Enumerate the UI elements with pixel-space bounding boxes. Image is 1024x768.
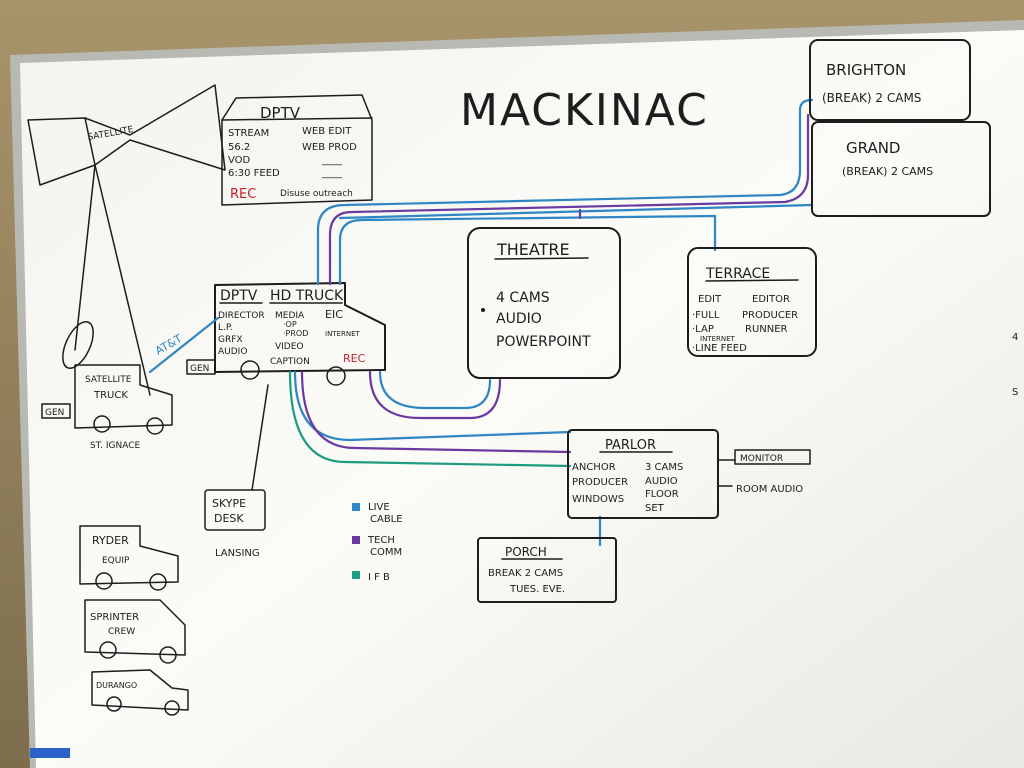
dptv-rec: REC	[230, 187, 256, 202]
legend-tech-2: COMM	[370, 547, 402, 558]
porch-box: PORCH BREAK 2 CAMS TUES. EVE.	[477, 537, 617, 603]
satellite-truck-line1: SATELLITE	[85, 375, 132, 385]
terrace-col2-2: PRODUCER	[742, 310, 798, 321]
legend-swatch-ifb	[352, 571, 360, 579]
satellite-truck-gen: GEN	[45, 408, 64, 418]
grand-sub: (BREAK) 2 CAMS	[842, 165, 933, 178]
hd-truck: DPTV HD TRUCK DIRECTOR L.P. GRFX AUDIO M…	[186, 282, 386, 386]
cables	[288, 98, 814, 547]
skype-desk: SKYPE DESK LANSING	[204, 384, 269, 559]
terrace-col1-3: ·LAP	[692, 324, 714, 335]
hd-truck-col1-4: AUDIO	[218, 347, 247, 357]
porch-line1: BREAK 2 CAMS	[488, 568, 563, 579]
dptv-title: DPTV	[260, 104, 301, 122]
terrace-col1-5: ·LINE FEED	[692, 343, 747, 354]
durango-suv: DURANGO	[91, 669, 189, 716]
theatre-title: THEATRE	[496, 240, 570, 259]
board-surface	[20, 30, 1024, 768]
dptv-right-2: WEB PROD	[302, 142, 357, 153]
skype-line1: SKYPE	[212, 497, 246, 510]
skype-line2: DESK	[214, 512, 244, 525]
dptv-line-4: 6:30 FEED	[228, 168, 280, 179]
dptv-footer: Disuse outreach	[280, 189, 353, 199]
parlor-col2-4: SET	[645, 503, 665, 514]
hd-truck-rec: REC	[343, 352, 366, 365]
sprinter-line1: SPRINTER	[90, 612, 139, 623]
parlor-col1-3: WINDOWS	[572, 494, 624, 505]
theatre-box: THEATRE 4 CAMS AUDIO POWERPOINT	[467, 227, 621, 379]
parlor-col2-3: FLOOR	[645, 489, 679, 500]
brighton-sub: (BREAK) 2 CAMS	[822, 91, 921, 105]
hd-truck-title-b: HD TRUCK	[270, 288, 344, 304]
terrace-col2-1: EDITOR	[752, 294, 790, 305]
dptv-right-4: ____	[321, 168, 343, 179]
dptv-line-3: VOD	[228, 155, 251, 166]
hd-truck-col1-3: GRFX	[218, 335, 243, 345]
terrace-col1-1: EDIT	[698, 294, 722, 305]
legend-swatch-tech	[352, 536, 360, 544]
terrace-box: TERRACE EDIT ·FULL ·LAP INTERNET ·LINE F…	[687, 247, 817, 357]
porch-title: PORCH	[505, 545, 547, 559]
grand-title: GRAND	[846, 139, 900, 157]
legend: LIVE CABLE TECH COMM I F B	[352, 502, 403, 583]
hd-truck-col1-1: DIRECTOR	[218, 311, 265, 321]
brighton-box: BRIGHTON (BREAK) 2 CAMS	[809, 39, 971, 121]
terrace-col1-2: ·FULL	[692, 310, 720, 321]
hd-truck-title-a: DPTV	[220, 288, 258, 304]
theatre-line-2: AUDIO	[496, 311, 542, 327]
legend-tech-1: TECH	[367, 535, 395, 546]
dptv-line-1: STREAM	[228, 128, 269, 139]
satellite-truck-location: ST. IGNACE	[90, 441, 141, 451]
hd-truck-gen: GEN	[190, 364, 209, 374]
hd-truck-col3-2: INTERNET	[325, 330, 361, 338]
legend-live-2: CABLE	[370, 514, 403, 525]
skype-location: LANSING	[215, 548, 260, 559]
durango-line1: DURANGO	[96, 681, 137, 690]
dptv-line-2: 56.2	[228, 142, 250, 153]
parlor-col2-1: 3 CAMS	[645, 462, 683, 473]
porch-line2: TUES. EVE.	[509, 584, 565, 595]
hd-truck-col2-2: ·OP	[283, 320, 297, 329]
parlor-room-audio: ROOM AUDIO	[736, 484, 803, 495]
sprinter-line2: CREW	[108, 627, 135, 637]
parlor-col1-1: ANCHOR	[572, 462, 616, 473]
terrace-col1-4: INTERNET	[700, 335, 736, 343]
dptv-right-3: ____	[321, 155, 343, 166]
parlor-col1-2: PRODUCER	[572, 477, 628, 488]
legend-ifb: I F B	[368, 572, 390, 583]
marker-tray	[30, 748, 70, 758]
satellite-truck-line2: TRUCK	[93, 390, 128, 401]
terrace-title: TERRACE	[705, 266, 770, 282]
hd-truck-col2-5: CAPTION	[270, 357, 310, 367]
parlor-monitor: MONITOR	[740, 454, 783, 464]
svg-text:4: 4	[1012, 332, 1018, 343]
terrace-col2-3: RUNNER	[745, 324, 788, 335]
hd-truck-col3-1: EIC	[325, 308, 343, 321]
sprinter-van: SPRINTER CREW	[84, 599, 186, 664]
hd-truck-col2-3: ·PROD	[283, 329, 308, 338]
att-link	[148, 316, 220, 374]
brighton-title: BRIGHTON	[826, 61, 906, 79]
parlor-col2-2: AUDIO	[645, 476, 678, 487]
ryder-truck: RYDER EQUIP	[79, 525, 179, 591]
satellite-truck: SATELLITE TRUCK GEN ST. IGNACE	[41, 364, 173, 451]
dptv-right-1: WEB EDIT	[302, 126, 352, 137]
theatre-line-1: 4 CAMS	[496, 290, 550, 306]
parlor-box: PARLOR ANCHOR PRODUCER WINDOWS 3 CAMS AU…	[567, 429, 811, 519]
parlor-title: PARLOR	[605, 438, 656, 453]
legend-live-1: LIVE	[368, 502, 390, 513]
dptv-building: DPTV STREAM 56.2 VOD 6:30 FEED WEB EDIT …	[221, 94, 373, 206]
hd-truck-col1-2: L.P.	[218, 323, 233, 333]
hd-truck-col2-1: MEDIA	[275, 311, 305, 321]
grand-box: GRAND (BREAK) 2 CAMS	[811, 121, 991, 217]
hd-truck-col2-4: VIDEO	[275, 342, 304, 352]
board-title: MACKINAC	[460, 85, 709, 136]
ryder-line2: EQUIP	[102, 556, 130, 566]
ryder-line1: RYDER	[92, 534, 129, 547]
svg-text:S: S	[1012, 387, 1018, 398]
legend-swatch-live	[352, 503, 360, 511]
theatre-line-3: POWERPOINT	[496, 334, 591, 350]
